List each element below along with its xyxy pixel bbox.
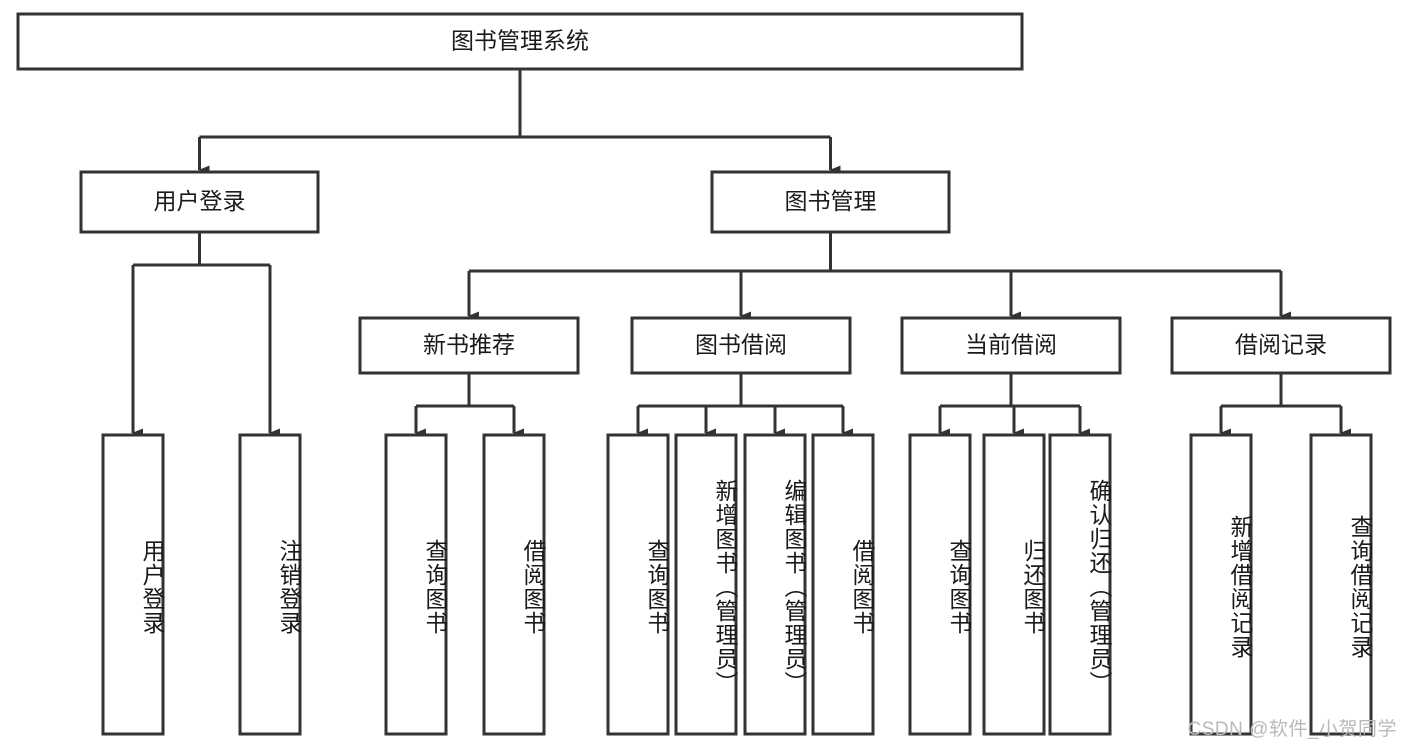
node-book-borrow[interactable]: [630, 316, 852, 375]
node-leaf-user-logout[interactable]: [238, 433, 302, 736]
node-box-group: [16, 12, 1392, 736]
node-book-management-label: 图书管理: [785, 188, 877, 214]
node-current-borrow[interactable]: [900, 316, 1122, 375]
connector-group: [131, 69, 1351, 438]
node-leaf-user-login[interactable]: [101, 433, 165, 736]
node-leaf-add-borrow-record[interactable]: [1189, 433, 1253, 736]
node-leaf-query-book-2[interactable]: [606, 433, 670, 736]
node-leaf-query-book-3[interactable]: [908, 433, 972, 736]
node-user-login[interactable]: [79, 170, 320, 234]
node-borrow-record[interactable]: [1170, 316, 1392, 375]
node-leaf-borrow-book-2[interactable]: [811, 433, 875, 736]
node-root-label: 图书管理系统: [451, 28, 589, 54]
node-new-book-recommend-label: 新书推荐: [423, 332, 515, 358]
node-book-borrow-label: 图书借阅: [695, 332, 787, 358]
node-leaf-add-book-admin[interactable]: [674, 433, 738, 736]
node-leaf-borrow-book-1[interactable]: [482, 433, 546, 736]
node-borrow-record-label: 借阅记录: [1235, 332, 1327, 358]
node-leaf-query-borrow-record[interactable]: [1309, 433, 1373, 736]
node-user-login-label: 用户登录: [154, 188, 246, 214]
node-leaf-return-book[interactable]: [982, 433, 1046, 736]
watermark-text: CSDN @软件_小贺同学: [1187, 719, 1397, 740]
node-root[interactable]: [16, 12, 1024, 71]
node-leaf-edit-book-admin[interactable]: [743, 433, 807, 736]
node-new-book-recommend[interactable]: [358, 316, 580, 375]
node-current-borrow-label: 当前借阅: [965, 332, 1057, 358]
node-leaf-query-book-1[interactable]: [384, 433, 448, 736]
node-leaf-confirm-return-admin[interactable]: [1048, 433, 1112, 736]
node-book-management[interactable]: [710, 170, 951, 234]
